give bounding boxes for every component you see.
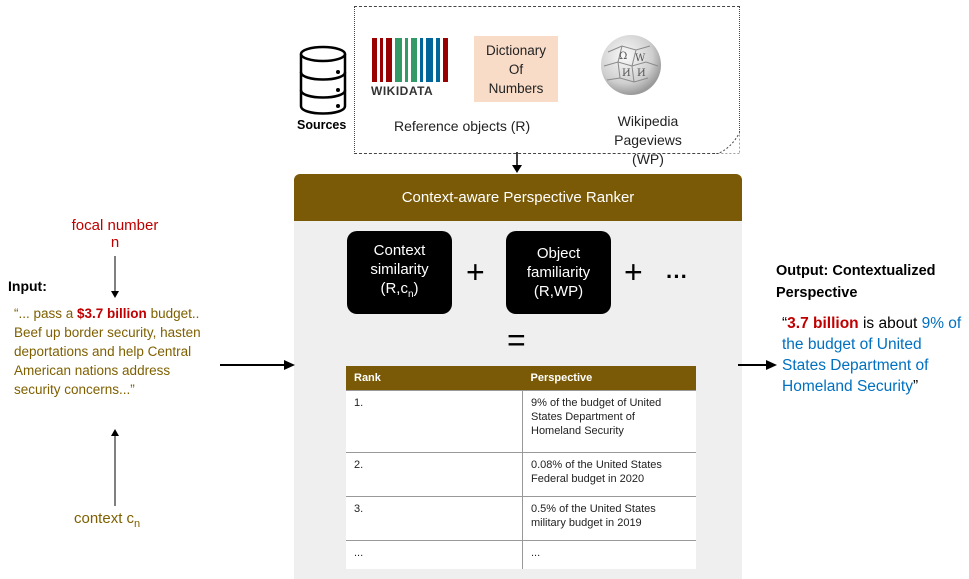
sources-label: Sources [297, 118, 347, 132]
svg-text:Ω: Ω [619, 51, 627, 62]
box-formula: (R,cn) [380, 280, 419, 300]
table-row: ... ... [346, 540, 696, 569]
wikidata-logo-icon [372, 38, 448, 82]
dictionary-line: Numbers [488, 80, 544, 96]
rank-cell: 2. [346, 452, 523, 497]
box-line: Context [373, 242, 426, 259]
focal-number-arrow [111, 256, 119, 298]
dictionary-of-numbers-box: Dictionary Of Numbers [474, 36, 558, 102]
context-label: context cn [74, 510, 141, 530]
table-row: 2. 0.08% of the United States Federal bu… [346, 452, 696, 497]
input-label: Input: [8, 278, 47, 294]
folded-corner [716, 132, 740, 154]
context-similarity-box: Context similarity (R,cn) [347, 231, 452, 314]
wikipedia-label-line: Wikipedia [617, 113, 679, 129]
input-text: “... pass a $3.7 billion budget.. Beef u… [14, 306, 201, 397]
wikipedia-pageviews-label: Wikipedia Pageviews (WP) [598, 112, 698, 169]
wikipedia-globe-icon: Ω W И И [601, 35, 661, 95]
dictionary-line: Dictionary [485, 42, 547, 58]
output-text: “3.7 billion is about 9% of the budget o… [782, 315, 962, 395]
table-row: 1. 9% of the budget of United States Dep… [346, 390, 696, 453]
output-highlight: 3.7 billion [787, 315, 859, 332]
ellipsis-operator: ··· [666, 264, 688, 289]
table-row: 3. 0.5% of the United States military bu… [346, 496, 696, 541]
svg-text:W: W [635, 53, 646, 64]
perspective-cell: 0.5% of the United States military budge… [522, 496, 696, 541]
table-header-row: Rank Perspective [346, 366, 696, 391]
output-perspective: 9% of the budget of United States Depart… [782, 315, 962, 395]
svg-text:И: И [622, 68, 631, 79]
context-arrow [111, 429, 119, 506]
column-header-perspective: Perspective [522, 366, 696, 391]
perspective-cell: 0.08% of the United States Federal budge… [522, 452, 696, 497]
input-to-ranker-arrow [220, 360, 295, 370]
input-focal-highlight: $3.7 billion [77, 306, 147, 321]
focal-line: n [110, 234, 120, 251]
object-familiarity-box: Object familiarity (R,WP) [506, 231, 611, 314]
perspective-cell: 9% of the budget of United States Depart… [522, 390, 696, 453]
focal-number-label: focal number n [50, 217, 180, 251]
box-line: Object [536, 245, 581, 262]
rank-cell: ... [346, 540, 523, 569]
perspective-rank-table: Rank Perspective 1. 9% of the budget of … [346, 366, 696, 569]
plus-operator: + [466, 254, 485, 290]
svg-text:И: И [637, 68, 646, 79]
box-line: similarity [370, 261, 429, 278]
sources-container [354, 6, 740, 154]
database-icon [299, 45, 347, 115]
wikipedia-label-line: Pageviews (WP) [614, 132, 682, 167]
box-line: familiarity [526, 264, 591, 281]
column-header-rank: Rank [346, 366, 523, 391]
perspective-cell: ... [522, 540, 696, 569]
box-line: (R,WP) [533, 283, 584, 300]
reference-objects-label: Reference objects (R) [394, 118, 531, 134]
ranker-to-output-arrow [738, 360, 777, 370]
focal-line: focal number [71, 217, 159, 234]
plus-operator: + [624, 254, 643, 290]
dictionary-line: Of [508, 61, 524, 77]
output-title: Output: Contextualized Perspective [776, 263, 936, 301]
wikidata-logo-text: WIKIDATA [371, 84, 434, 98]
rank-cell: 3. [346, 496, 523, 541]
rank-cell: 1. [346, 390, 523, 453]
ranker-title: Context-aware Perspective Ranker [294, 174, 742, 221]
sources-to-ranker-arrow [512, 152, 522, 173]
equals-operator: = [507, 322, 526, 358]
